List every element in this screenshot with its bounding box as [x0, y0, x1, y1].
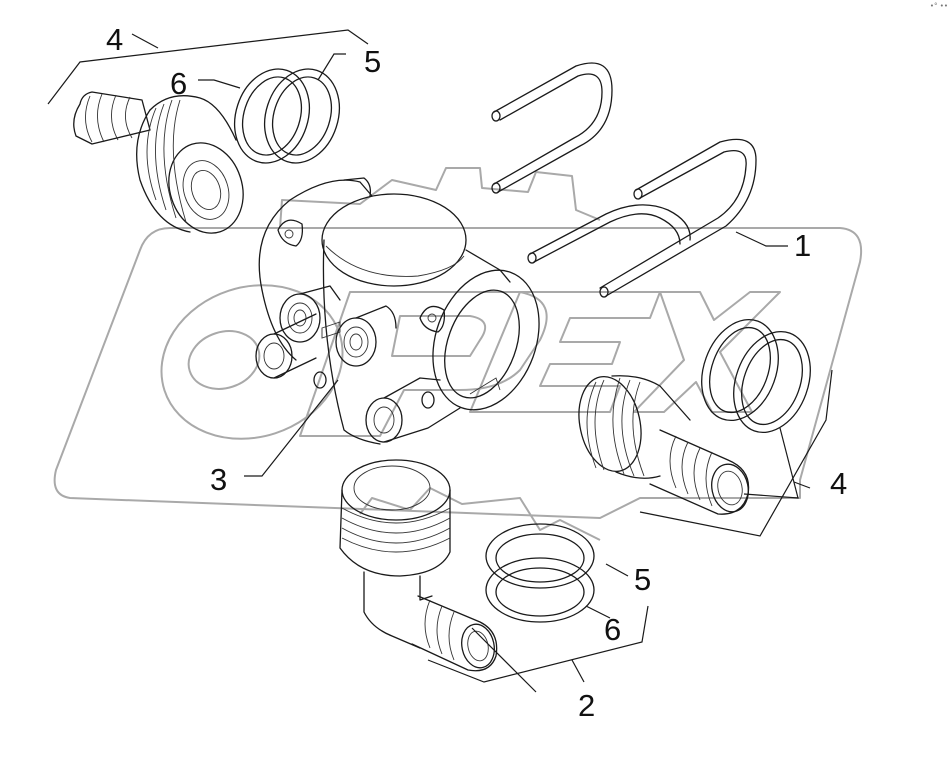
callout-4-left: 4 — [106, 22, 123, 57]
callout-4-right: 4 — [830, 466, 847, 501]
callout-1: 1 — [794, 228, 811, 263]
callout-5-bottom: 5 — [634, 562, 651, 597]
o-rings-bottom — [485, 523, 595, 623]
callout-6-left: 6 — [170, 66, 187, 101]
watermark-logo — [53, 167, 862, 541]
elbow-hose-fitting — [339, 459, 498, 672]
corner-mark: •° •• — [929, 2, 948, 10]
callout-5-left: 5 — [364, 44, 381, 79]
leader-lines — [47, 29, 833, 693]
o-rings-left — [234, 68, 340, 164]
o-rings-right — [701, 318, 811, 434]
callout-labels: 4 5 6 1 3 4 5 6 2 — [106, 22, 847, 723]
callout-6-bottom: 6 — [604, 612, 621, 647]
straight-hose-fitting-right — [578, 375, 750, 515]
valve-body — [255, 177, 540, 445]
u-clip-pins — [491, 62, 757, 298]
straight-hose-fitting-left — [73, 91, 244, 234]
callout-3: 3 — [210, 462, 227, 497]
callout-2: 2 — [578, 688, 595, 723]
